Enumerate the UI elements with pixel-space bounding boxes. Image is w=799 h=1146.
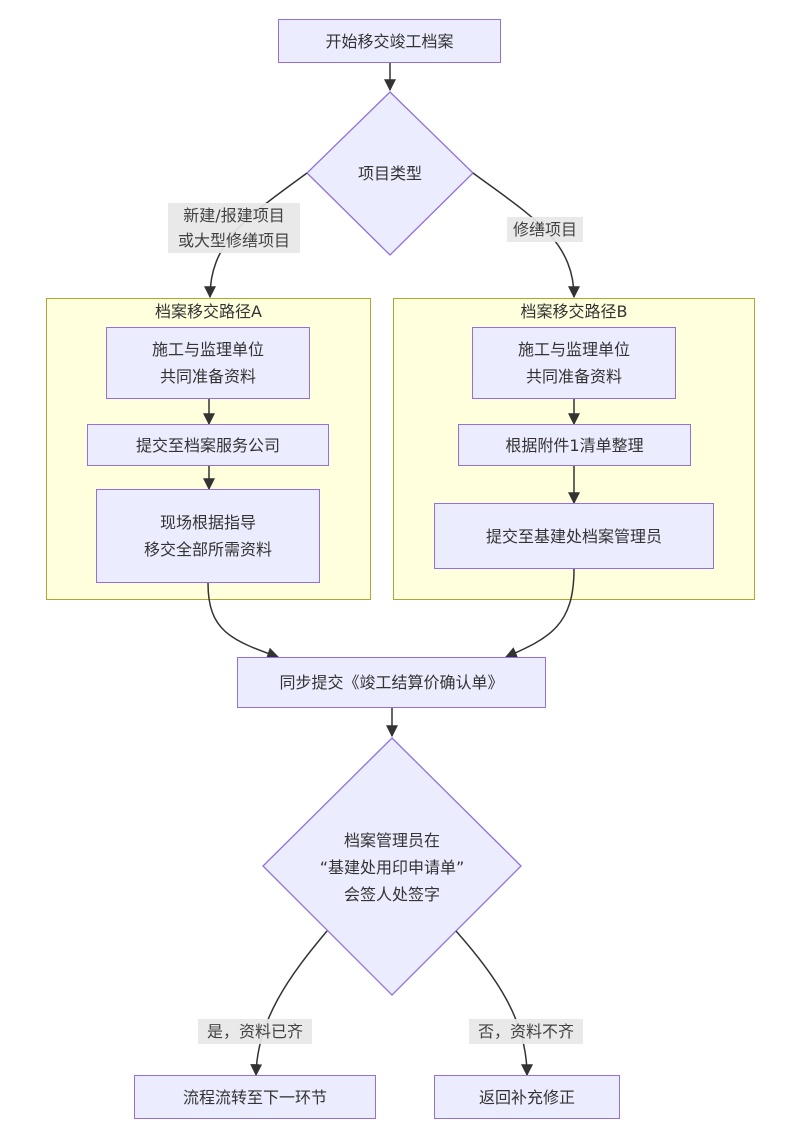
path-a-transfer-node: 现场根据指导 移交全部所需资料	[96, 489, 320, 583]
edge-b3-to-sync	[504, 568, 575, 659]
path-a-prepare-node: 施工与监理单位 共同准备资料	[106, 327, 310, 399]
return-fix-node: 返回补充修正	[434, 1075, 620, 1119]
start-node: 开始移交竣工档案	[278, 19, 501, 63]
edge-a3-to-sync	[207, 582, 280, 660]
edge-label-new-build: 新建/报建项目 或大型修缮项目	[168, 203, 300, 253]
decision-sign-shape	[262, 737, 522, 996]
edge-sign-to-fix	[455, 930, 533, 1077]
decision-project-type-shape	[306, 91, 474, 256]
edge-label-no: 否，资料不齐	[469, 1019, 583, 1044]
path-b-organize-node: 根据附件1清单整理	[458, 424, 691, 466]
cluster-path-b-title: 档案移交路径B	[520, 302, 628, 321]
path-a-submit-node: 提交至档案服务公司	[87, 424, 329, 466]
decision-sign-label: 档案管理员在 “基建处用印申请单” 会签人处签字	[319, 830, 465, 904]
edge-label-repair: 修缮项目	[507, 217, 583, 242]
path-b-prepare-node: 施工与监理单位 共同准备资料	[472, 327, 676, 399]
cluster-path-a-title: 档案移交路径A	[155, 302, 262, 321]
edge-sign-to-next	[250, 930, 328, 1077]
path-b-submit-node: 提交至基建处档案管理员	[434, 503, 714, 569]
sync-submit-node: 同步提交《竣工结算价确认单》	[237, 657, 546, 708]
decision-project-type-label: 项目类型	[357, 163, 422, 183]
next-step-node: 流程流转至下一环节	[134, 1075, 376, 1119]
edge-label-yes: 是，资料已齐	[198, 1019, 312, 1044]
